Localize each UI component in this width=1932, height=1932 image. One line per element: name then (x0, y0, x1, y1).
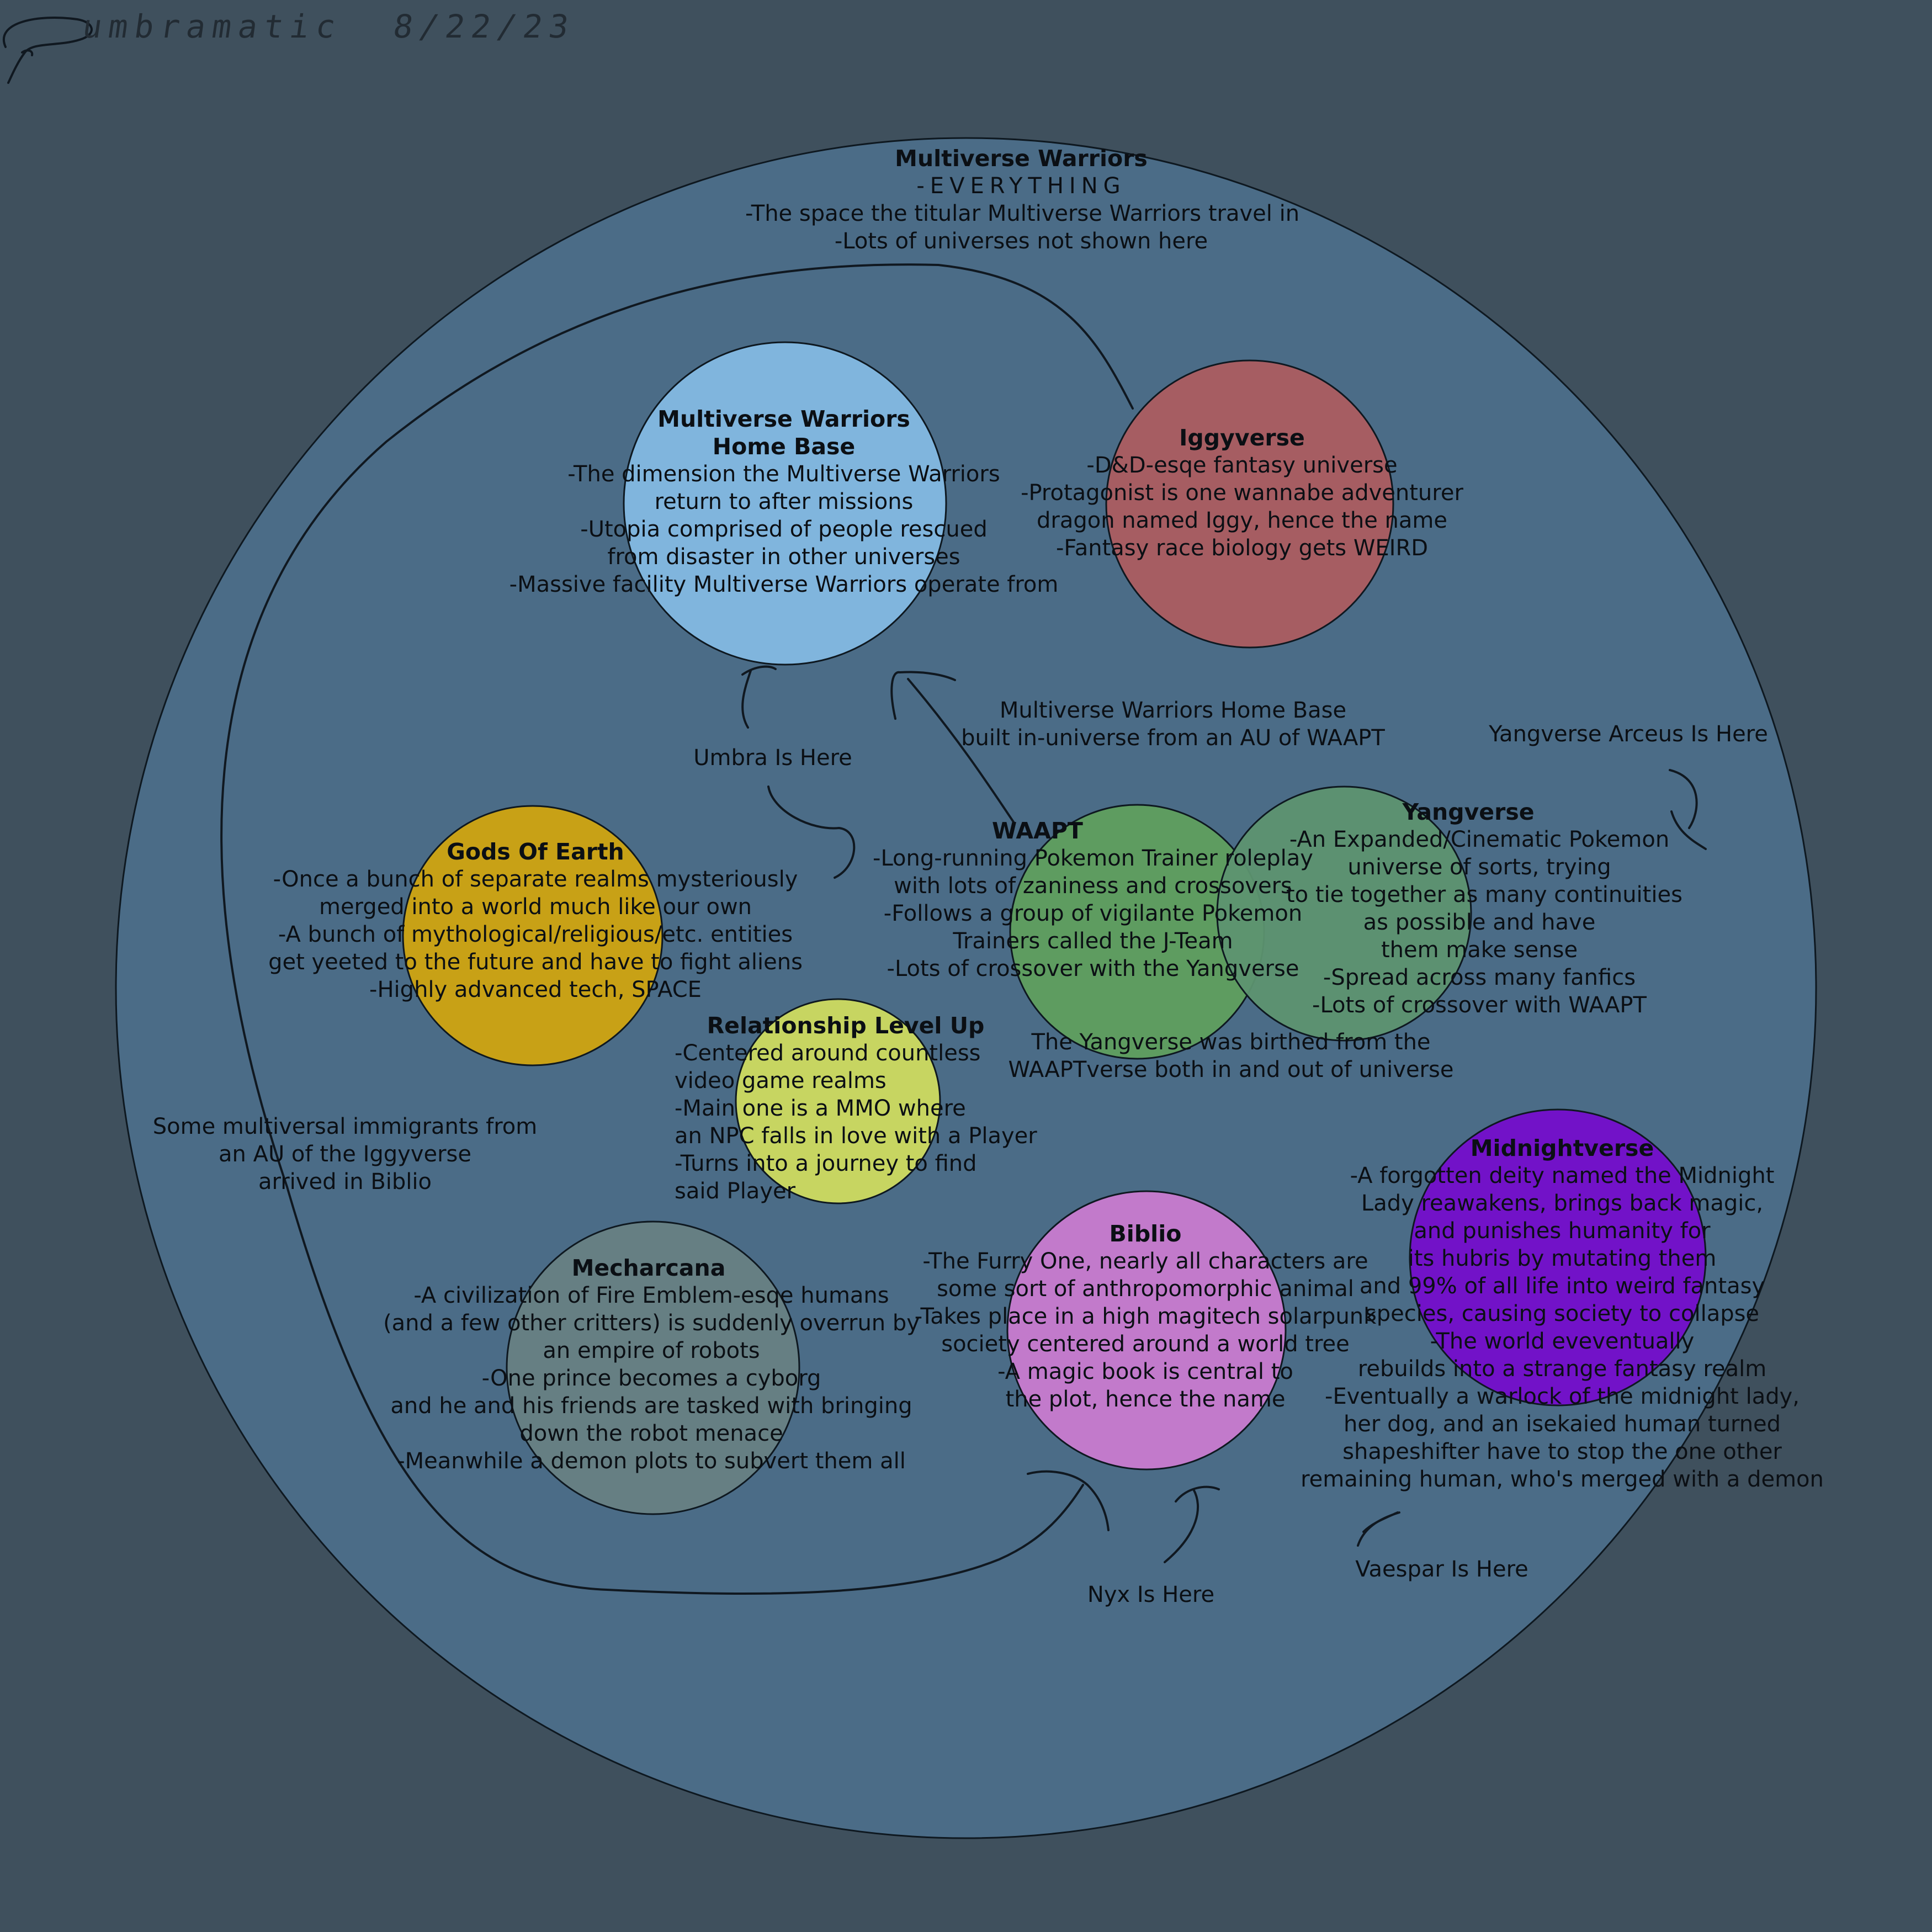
immigrant-arrowhead (1027, 1470, 1110, 1531)
relationship-label: Relationship Level Up -Centered around c… (675, 1012, 1037, 1205)
iggyverse-label: Iggyverse -D&D-esqe fantasy universe -Pr… (994, 424, 1490, 562)
signature-name: umbramatic (80, 8, 344, 45)
iggyverse-description: -D&D-esqe fantasy universe -Protagonist … (1021, 453, 1463, 561)
relationship-circle (735, 998, 941, 1204)
waapt-title: WAAPT (992, 818, 1083, 844)
multiverse-label: Multiverse Warriors -EVERYTHING -The spa… (745, 145, 1300, 255)
yangverse-label: Yangverse -An Expanded/Cinematic Pokemon… (1286, 798, 1682, 1019)
umbra-arrow-down (767, 785, 856, 879)
biblio-label: Biblio -The Furry One, nearly all charac… (897, 1220, 1394, 1413)
gods-of-earth-label: Gods Of Earth -Once a bunch of separate … (259, 838, 811, 1004)
umbra-arrow-up (741, 670, 752, 729)
yangverse-description: -An Expanded/Cinematic Pokemon universe … (1286, 827, 1682, 1018)
immigrants-annotation: Some multiversal immigrants from an AU o… (152, 1114, 538, 1195)
yangverse-circle (1216, 785, 1472, 1042)
signature-date: 8/22/23 (391, 8, 578, 45)
home-base-description: -The dimension the Multiverse Warriors r… (509, 461, 1059, 597)
immigrant-arrow-path (220, 263, 1134, 1595)
gods-of-earth-description: -Once a bunch of separate realms mysteri… (268, 867, 803, 1002)
mecharcana-description: -A civilization of Fire Emblem-esqe huma… (383, 1283, 920, 1474)
biblio-title: Biblio (1109, 1220, 1182, 1247)
home-base-title: Multiverse Warriors Home Base (657, 406, 910, 460)
multiverse-title: Multiverse Warriors (895, 145, 1148, 172)
multiverse-everything: -EVERYTHING (916, 173, 1126, 199)
artist-signature: umbramatic 8/22/23 (80, 8, 577, 45)
mecharcana-heading: Mecharcana (571, 1255, 726, 1281)
nyx-annotation: Nyx Is Here (1087, 1582, 1215, 1607)
vaespar-arrowhead (1362, 1511, 1399, 1533)
arceus-arrow (1669, 769, 1698, 829)
iggyverse-title: Iggyverse (1179, 424, 1305, 451)
arceus-arrowhead (1670, 810, 1707, 850)
nyx-arrowhead (1175, 1485, 1220, 1503)
signature-doodle-eye (21, 49, 34, 56)
waapt-label: WAAPT -Long-running Pokemon Trainer role… (861, 817, 1325, 983)
home-base-circle (623, 341, 947, 666)
umbra-arrowhead-up (741, 665, 777, 676)
mecharcana-circle (506, 1220, 800, 1515)
yangverse-title: Yangverse (1402, 799, 1535, 825)
midnightverse-title: Midnightverse (1470, 1135, 1654, 1161)
home-base-origin-arrow (907, 678, 1016, 825)
nyx-arrow (1164, 1488, 1199, 1563)
midnightverse-description: -A forgotten deity named the Midnight La… (1301, 1163, 1824, 1492)
gods-of-earth-title: Gods Of Earth (447, 838, 624, 865)
waapt-description: -Long-running Pokemon Trainer roleplay w… (873, 846, 1313, 981)
umbra-annotation: Umbra Is Here (693, 745, 852, 771)
home-base-label: Multiverse Warriors Home Base -The dimen… (508, 405, 1060, 598)
biblio-circle (1006, 1190, 1287, 1471)
iggyverse-circle (1105, 359, 1394, 649)
relationship-title: Relationship Level Up (707, 1012, 985, 1039)
vaespar-annotation: Vaespar Is Here (1355, 1557, 1528, 1582)
home-base-origin-annotation: Multiverse Warriors Home Base built in-u… (961, 698, 1385, 751)
midnightverse-circle (1409, 1108, 1707, 1406)
relationship-description: -Centered around countless video game re… (675, 1041, 1037, 1204)
home-base-origin-arrowhead (890, 671, 956, 720)
midnightverse-label: Midnightverse -A forgotten deity named t… (1286, 1134, 1838, 1493)
biblio-description: -The Furry One, nearly all characters ar… (914, 1249, 1377, 1412)
mecharcana-label: Mecharcana Mecharcana -A civilization of… (375, 1254, 927, 1475)
yangverse-arceus-annotation: Yangverse Arceus Is Here (1489, 721, 1768, 747)
gods-of-earth-circle (402, 805, 664, 1066)
yangverse-birth-annotation: The Yangverse was birthed from the WAAPT… (1008, 1029, 1454, 1082)
signature-doodle (3, 17, 93, 84)
multiverse-description: -The space the titular Multiverse Warrio… (745, 201, 1300, 254)
